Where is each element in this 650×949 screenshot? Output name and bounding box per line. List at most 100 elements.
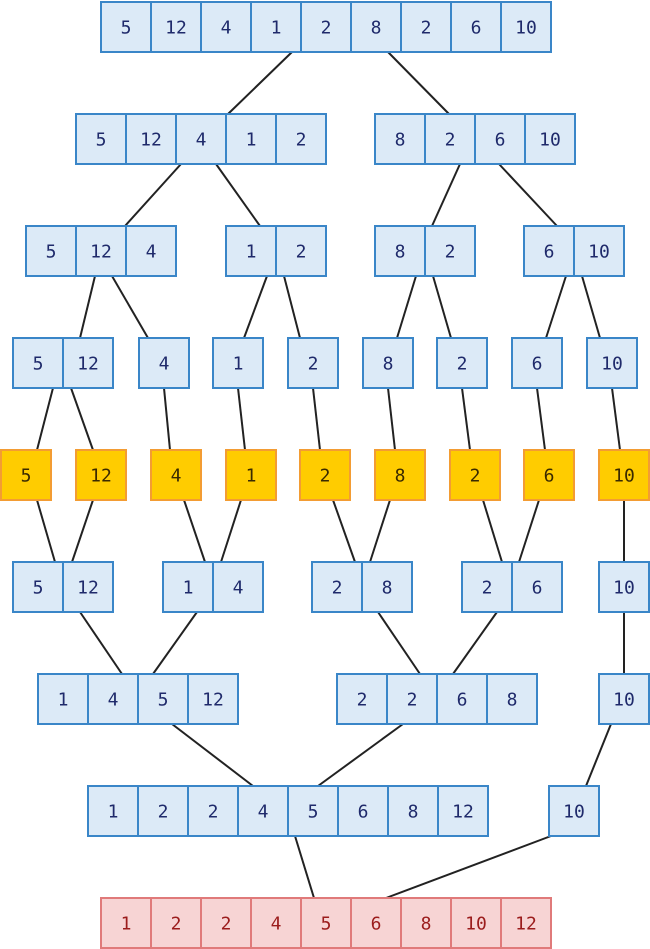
cell-box: [87, 785, 139, 837]
cell-box: [200, 1, 252, 53]
cell-value: 10: [465, 914, 487, 935]
cell-value: 8: [395, 130, 406, 151]
leaf-array-d1: 12: [75, 449, 127, 501]
array-cell: 1: [212, 337, 264, 389]
cell-box: [275, 225, 327, 277]
array-cell: 12: [75, 449, 127, 501]
cell-value: 5: [308, 802, 319, 823]
cell-box: [400, 1, 452, 53]
edges-layer: [36, 51, 625, 899]
cell-box: [336, 673, 388, 725]
array-cell: 4: [200, 1, 252, 53]
array-cell: 5: [100, 1, 152, 53]
array-cell: 4: [175, 113, 227, 165]
cell-box: [548, 785, 600, 837]
array-cell: 1: [87, 785, 139, 837]
leaf-array-d7: 6: [523, 449, 575, 501]
edge-c2-d3: [237, 387, 246, 451]
array-cell: 6: [337, 785, 389, 837]
cell-value: 4: [171, 466, 182, 487]
cell-box: [449, 449, 501, 501]
cell-value: 6: [544, 242, 555, 263]
cell-value: 1: [271, 18, 282, 39]
cell-value: 2: [171, 914, 182, 935]
cell-value: 2: [332, 578, 343, 599]
cell-value: 10: [613, 690, 635, 711]
array-cell: 10: [500, 1, 552, 53]
cell-value: 10: [613, 466, 635, 487]
array-cell: 6: [511, 337, 563, 389]
array-cell: 2: [386, 673, 438, 725]
cell-box: [75, 449, 127, 501]
cell-box: [0, 449, 52, 501]
cell-value: 4: [108, 690, 119, 711]
array-cell: 12: [75, 225, 127, 277]
cell-box: [461, 561, 513, 613]
edge-b3-c7: [581, 275, 601, 339]
cell-value: 10: [563, 802, 585, 823]
array-cell: 1: [225, 113, 277, 165]
edge-e0-f0: [79, 611, 123, 675]
split-array-c6: 6: [511, 337, 563, 389]
cell-box: [511, 561, 563, 613]
cell-value: 2: [457, 354, 468, 375]
edge-d5-e2: [369, 499, 391, 563]
cell-box: [75, 113, 127, 165]
array-cell: 2: [461, 561, 513, 613]
cell-value: 12: [90, 466, 112, 487]
array-cell: 2: [424, 113, 476, 165]
array-cell: 1: [37, 673, 89, 725]
array-cell: 5: [0, 449, 52, 501]
cell-value: 1: [233, 354, 244, 375]
array-cell: 2: [187, 785, 239, 837]
cell-box: [573, 225, 625, 277]
edge-b3-c6: [545, 275, 567, 339]
cell-box: [62, 337, 114, 389]
cell-box: [523, 225, 575, 277]
cell-box: [511, 337, 563, 389]
cell-value: 8: [395, 242, 406, 263]
array-cell: 4: [87, 673, 139, 725]
array-cell: 1: [225, 449, 277, 501]
cell-box: [100, 1, 152, 53]
edge-c3-d4: [312, 387, 321, 451]
cell-value: 6: [457, 690, 468, 711]
cell-value: 5: [321, 914, 332, 935]
array-cell: 5: [12, 337, 64, 389]
cell-value: 6: [371, 914, 382, 935]
array-cell: 4: [150, 449, 202, 501]
edge-d6-e3: [482, 499, 503, 563]
cell-value: 1: [246, 130, 257, 151]
array-cell: 6: [474, 113, 526, 165]
cell-value: 8: [421, 914, 432, 935]
array-cell: 5: [137, 673, 189, 725]
array-cell: 8: [486, 673, 538, 725]
edge-b2-c4: [396, 275, 417, 339]
array-cell: 1: [225, 225, 277, 277]
edge-f0-g0: [171, 723, 254, 787]
cell-value: 4: [258, 802, 269, 823]
cell-value: 12: [77, 578, 99, 599]
edge-a1-b3: [498, 163, 558, 227]
array-cell: 1: [162, 561, 214, 613]
cell-box: [300, 1, 352, 53]
array-cell: 6: [523, 449, 575, 501]
cell-box: [299, 449, 351, 501]
cell-value: 8: [383, 354, 394, 375]
cell-box: [374, 113, 426, 165]
edge-c7-d8: [611, 387, 621, 451]
cell-value: 10: [601, 354, 623, 375]
cell-value: 2: [421, 18, 432, 39]
cell-value: 2: [445, 242, 456, 263]
cell-value: 5: [21, 466, 32, 487]
cell-box: [12, 337, 64, 389]
array-cell: 5: [25, 225, 77, 277]
leaf-array-d2: 4: [150, 449, 202, 501]
cell-box: [362, 337, 414, 389]
edge-c4-d5: [387, 387, 396, 451]
cell-box: [250, 1, 302, 53]
cell-box: [187, 673, 239, 725]
